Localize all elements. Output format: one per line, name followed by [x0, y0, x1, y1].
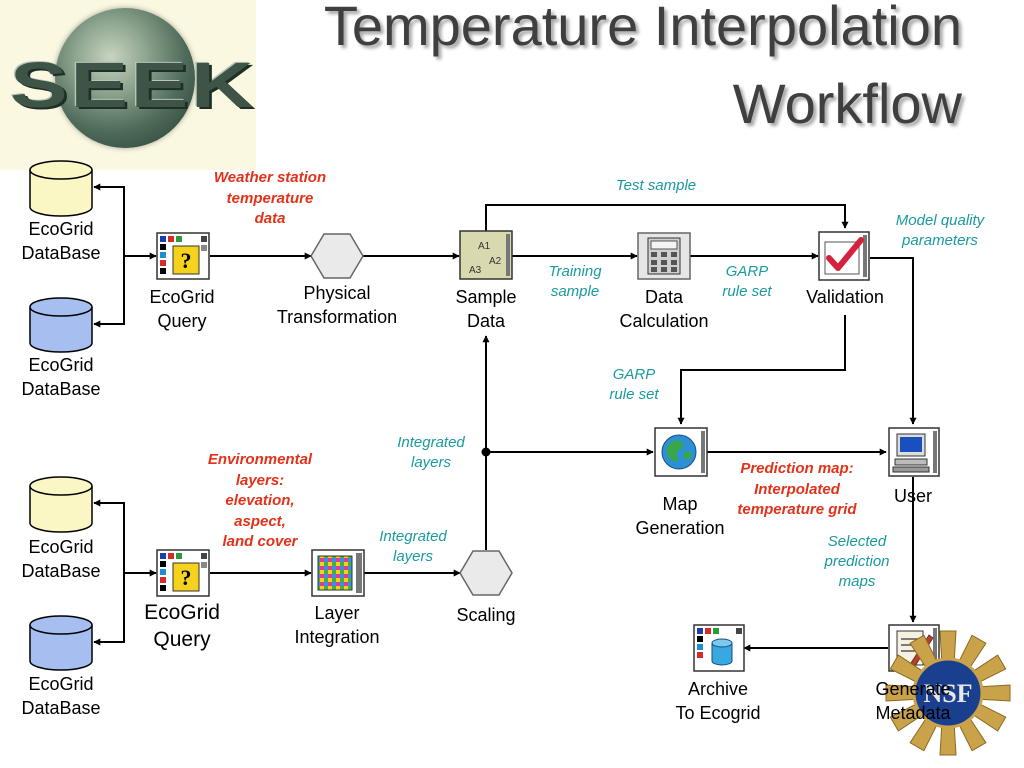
globe-icon — [55, 8, 195, 148]
edge-validation-user — [870, 257, 917, 425]
page-title-line1: Temperature Interpolation — [323, 0, 962, 57]
ecogrid-query-icon[interactable]: ? — [156, 549, 210, 597]
physical-transformation-hexagon[interactable] — [310, 233, 364, 279]
edge-query2-db-top — [93, 499, 125, 573]
sample-point-a3: A3 — [469, 265, 482, 276]
checkmark-icon[interactable] — [818, 231, 870, 281]
sample-data-icon[interactable]: A1 A2 A3 — [459, 230, 513, 280]
edge-validation-map — [677, 315, 846, 425]
edge-query1-db-top — [93, 183, 125, 256]
svg-text:?: ? — [181, 565, 192, 590]
db-cylinder-2[interactable] — [29, 297, 93, 353]
scaling-hexagon[interactable] — [459, 550, 513, 596]
page-title-line2: Workflow — [732, 72, 962, 135]
seek-logo-text: SEEK — [10, 49, 257, 121]
user-label: User — [893, 486, 933, 506]
edge-sample-validation — [485, 204, 849, 231]
scaling-label: Scaling — [456, 605, 516, 625]
db-cylinder-3[interactable] — [29, 476, 93, 533]
edges — [93, 183, 917, 652]
layer-mosaic-icon[interactable] — [311, 549, 365, 597]
ecogrid-query-icon[interactable]: ? — [156, 232, 210, 280]
globe-map-icon[interactable] — [654, 427, 708, 477]
svg-text:NSF: NSF — [923, 679, 972, 708]
sample-point-a1: A1 — [478, 241, 491, 252]
sample-point-a2: A2 — [489, 256, 502, 267]
edge-query2-db-bottom — [93, 573, 125, 646]
edge-query1-db-bottom — [93, 256, 125, 328]
validation-label: Validation — [806, 287, 884, 307]
edge-label-test-sample: Test sample — [615, 177, 697, 194]
computer-user-icon[interactable] — [888, 427, 940, 477]
calculator-icon[interactable] — [637, 232, 691, 280]
svg-text:?: ? — [181, 248, 192, 273]
seek-logo: SEEK — [0, 0, 256, 170]
nsf-logo: NSF — [885, 630, 1011, 756]
db-cylinder-4[interactable] — [29, 615, 93, 671]
archive-database-icon[interactable] — [693, 624, 745, 672]
db-cylinder-1[interactable] — [29, 160, 93, 217]
junction-dot — [481, 447, 491, 457]
